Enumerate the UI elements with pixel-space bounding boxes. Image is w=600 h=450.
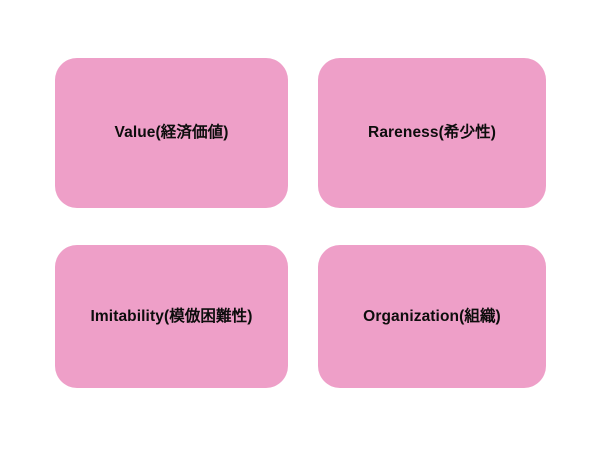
vrio-card-label: Rareness(希少性) [368, 124, 496, 142]
vrio-card-value[interactable]: Value(経済価値) [55, 58, 288, 208]
vrio-card-label: Value(経済価値) [114, 124, 229, 142]
vrio-card-label: Imitability(模倣困難性) [90, 307, 253, 325]
vrio-card-organization[interactable]: Organization(組織) [318, 245, 546, 388]
vrio-card-rareness[interactable]: Rareness(希少性) [318, 58, 546, 208]
vrio-card-label: Organization(組織) [363, 307, 501, 325]
vrio-card-imitability[interactable]: Imitability(模倣困難性) [55, 245, 288, 388]
